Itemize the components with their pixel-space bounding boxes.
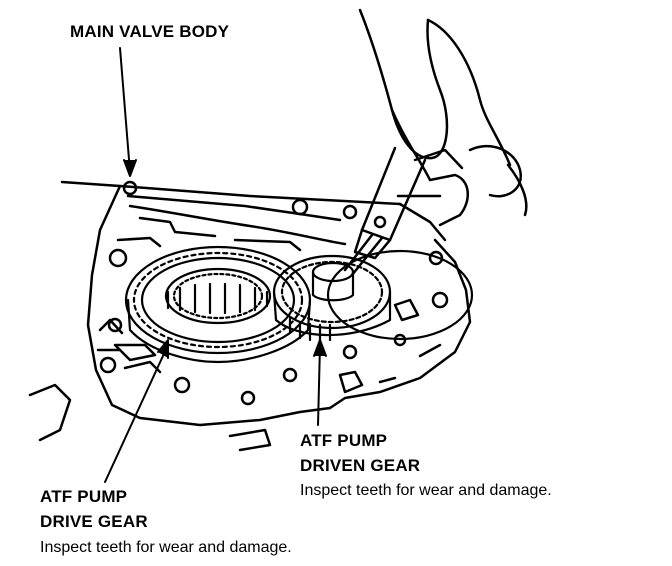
label-drive-gear-line1: ATF PUMP bbox=[40, 487, 128, 506]
note-driven-gear: Inspect teeth for wear and damage. bbox=[300, 482, 552, 499]
arrow-driven-gear bbox=[313, 339, 327, 357]
leader-drive-gear bbox=[104, 344, 169, 483]
hand-with-probe-icon bbox=[343, 8, 528, 277]
arrow-drive-gear bbox=[157, 339, 169, 359]
note-drive-gear: Inspect teeth for wear and damage. bbox=[40, 539, 292, 556]
drive-gear bbox=[124, 245, 312, 364]
label-driven-gear-line1: ATF PUMP bbox=[300, 431, 388, 450]
arrow-main-valve-body bbox=[123, 159, 137, 177]
label-main-valve-body: MAIN VALVE BODY bbox=[70, 22, 230, 41]
leader-driven-gear bbox=[317, 344, 321, 426]
leader-main-valve-body bbox=[119, 47, 131, 173]
valve-body-plate bbox=[28, 180, 472, 452]
leader-lines bbox=[104, 47, 327, 483]
label-driven-gear-line2: DRIVEN GEAR bbox=[300, 456, 421, 475]
driven-gear bbox=[272, 249, 474, 342]
label-drive-gear-line2: DRIVE GEAR bbox=[40, 512, 148, 531]
